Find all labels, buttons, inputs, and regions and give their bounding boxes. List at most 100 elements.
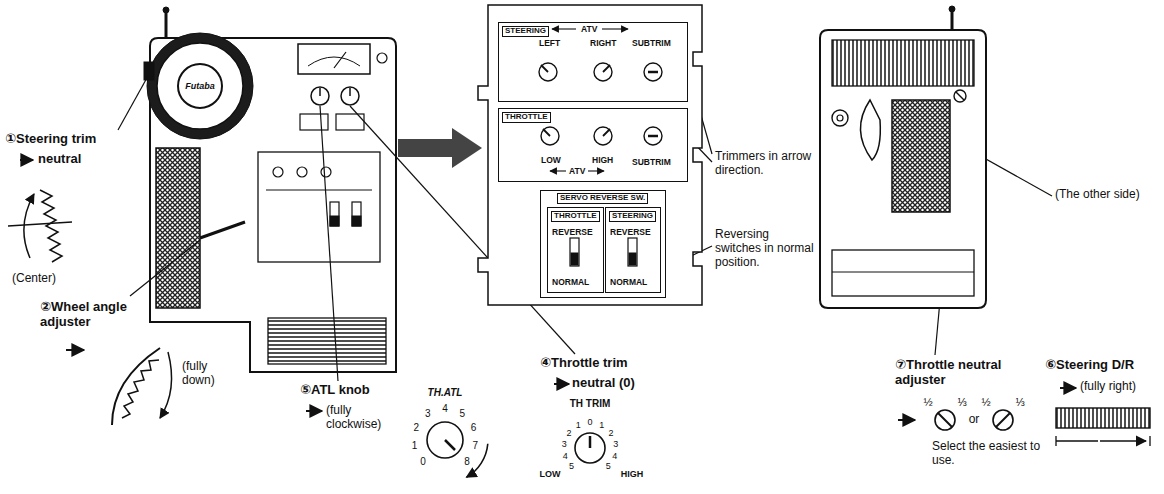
scale-mark: ½ (923, 396, 932, 409)
control-panel-sketch (570, 238, 579, 266)
scale-mark: ½ (981, 396, 990, 409)
transmitter-front (150, 38, 396, 372)
wheel-angle-sketch (112, 348, 160, 425)
steering-trim-sketch (40, 190, 62, 262)
dial-number: 3 (425, 408, 431, 420)
dual-rate-slider-sketch (1100, 440, 1146, 442)
callout-label: ⑦Throttle neutral adjuster (895, 358, 1025, 388)
transmitter-front (147, 33, 253, 139)
wheel-angle-sketch (66, 349, 84, 351)
dial-label: TH.ATL (428, 387, 463, 399)
transmitter-front (144, 62, 154, 80)
transmitter-front (163, 7, 169, 13)
transmitter-front (308, 57, 360, 66)
transmitter-front (178, 64, 222, 108)
transmitter-back (892, 100, 950, 212)
transmitter-back (860, 100, 880, 160)
dial-label: LOW (540, 469, 561, 479)
panel-title: STEERING (609, 211, 656, 222)
pointer-arrow (398, 128, 482, 168)
transmitter-back (832, 272, 974, 273)
dual-rate-slider-sketch (1056, 408, 1150, 428)
transmitter-front (330, 216, 339, 226)
panel-label: HIGH (592, 156, 613, 165)
transmitter-front (297, 167, 307, 177)
transmitter-front (352, 216, 361, 226)
dial-number: 0 (587, 417, 592, 427)
panel-title: THROTTLE (502, 112, 551, 123)
transmitter-front (319, 88, 321, 96)
transmitter-front (268, 318, 386, 364)
dial-number: 4 (612, 451, 617, 461)
steering-trim-sketch (8, 160, 72, 262)
throttle-trim-dial-sketch (554, 383, 569, 385)
control-panel-sketch (603, 65, 610, 72)
dial-number: 5 (606, 461, 611, 471)
panel-label: ATV (569, 167, 585, 176)
dual-rate-slider-sketch (1060, 387, 1076, 389)
control-panel-sketch (552, 28, 576, 29)
setting-note: (fully right) (1080, 380, 1136, 394)
control-panel-sketch (539, 63, 557, 81)
dual-rate-slider-sketch (1056, 436, 1150, 446)
switch-box: STEERINGREVERSENORMAL (605, 207, 661, 293)
transmitter-front (352, 202, 361, 226)
switch-box: THROTTLEREVERSENORMAL (547, 207, 604, 293)
transmitter-back (951, 11, 954, 30)
transmitter-front (377, 53, 387, 63)
dial-number: 2 (566, 428, 571, 438)
steering-trim-sketch (20, 159, 33, 161)
neutral-adjuster-sketch (938, 413, 952, 427)
control-panel-sketch (648, 135, 658, 138)
control-panel-sketch (571, 253, 578, 265)
transmitter-front (266, 190, 372, 191)
panel-title: STEERING (502, 26, 549, 37)
neutral-adjuster-sketch (898, 419, 915, 421)
transmitter-back (954, 90, 966, 102)
note-text: Reversing switches in normal position. (715, 228, 815, 269)
dial-number: 6 (471, 422, 477, 434)
dial-number: 0 (420, 456, 426, 468)
atl-dial-sketch (445, 440, 455, 450)
setting-note: neutral (0) (572, 376, 635, 391)
control-panel-sketch (541, 127, 559, 145)
neutral-adjuster-sketch (898, 410, 1013, 430)
leader-line (118, 76, 148, 130)
throttle-trim-dial-sketch (589, 436, 592, 448)
steering-trim-sketch (24, 194, 34, 258)
wheel-angle-sketch (122, 360, 159, 418)
dial-number: 1 (599, 420, 604, 430)
panel-title: SERVO REVERSE SW. (557, 193, 648, 204)
callout-label: ④Throttle trim (540, 356, 628, 371)
transmitter-front (341, 87, 359, 105)
transmitter-front (311, 87, 329, 105)
control-panel-sketch (543, 129, 550, 136)
panel-label: ATV (581, 25, 597, 34)
trimmer-panel: THROTTLELOWHIGHATVSUBTRIM (498, 108, 688, 182)
control-panel-sketch (478, 5, 702, 305)
panel-label: RIGHT (590, 39, 616, 48)
control-panel-sketch (644, 63, 662, 81)
callout-label: ⑤ATL knob (300, 383, 370, 398)
transmitter-front (258, 152, 380, 262)
brand-logo: Futaba (185, 81, 215, 91)
atl-dial-sketch (427, 422, 463, 458)
control-panel-sketch (550, 170, 566, 171)
dual-rate-slider-sketch (1056, 388, 1150, 446)
transmitter-front (298, 44, 370, 74)
dial-number: 4 (563, 451, 568, 461)
neutral-adjuster-sketch (935, 410, 955, 430)
dial-number: 2 (414, 422, 420, 434)
transmitter-back (837, 115, 843, 121)
trimmer-panel: STEERING ATV LEFT RIGHT SUBTRIM (498, 22, 688, 102)
leader-line (320, 106, 338, 381)
atl-dial-sketch (306, 410, 322, 412)
dial-number: 4 (442, 403, 448, 415)
panel-label: SUBTRIM (632, 158, 671, 167)
dial-label: HIGH (621, 469, 644, 479)
transmitter-front (321, 167, 331, 177)
panel-label: LEFT (539, 39, 560, 48)
control-panel-sketch (541, 65, 548, 72)
panel-label: SUBTRIM (632, 39, 671, 48)
panel-label: REVERSE (552, 228, 593, 237)
